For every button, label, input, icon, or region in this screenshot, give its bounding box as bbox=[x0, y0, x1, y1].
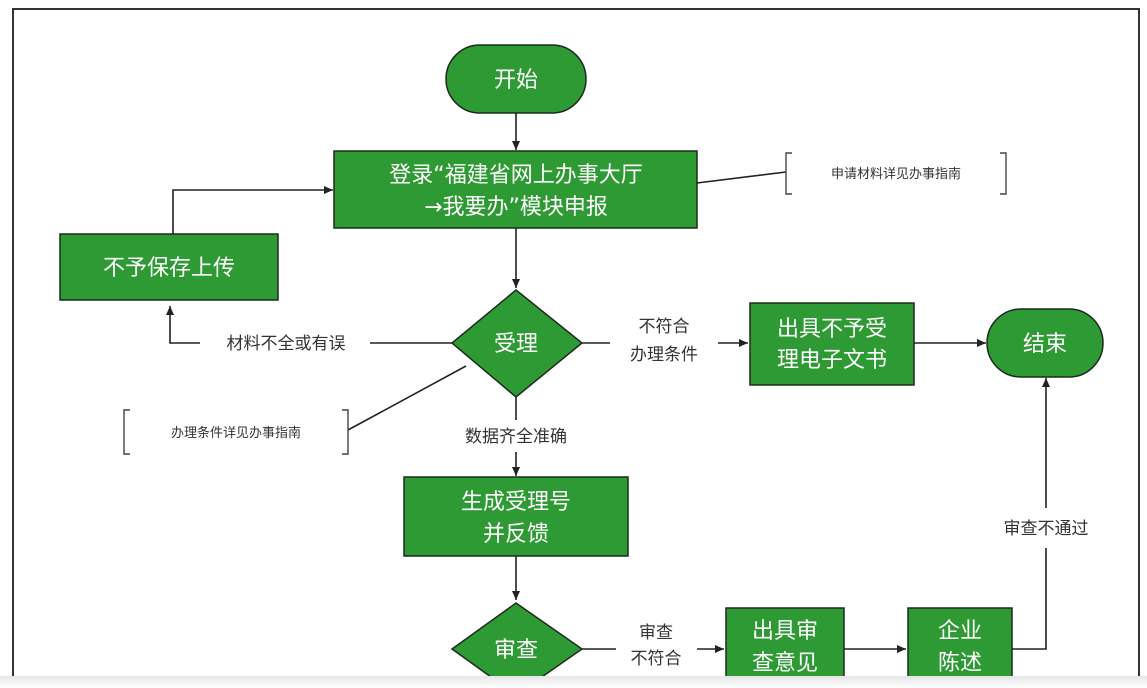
end-label: 结束 bbox=[1023, 332, 1067, 357]
generate-label-line2: 并反馈 bbox=[483, 522, 549, 547]
edge-label-data-complete: 数据齐全准确 bbox=[465, 427, 567, 447]
end-terminal bbox=[986, 308, 1104, 378]
statement-label-line2: 陈述 bbox=[938, 651, 982, 676]
materials-note-bracket-right bbox=[1000, 152, 1007, 195]
opinion-process bbox=[725, 607, 845, 688]
login-process bbox=[333, 150, 698, 229]
login-label-line2: →我要办”模块申报 bbox=[424, 195, 608, 220]
opinion-label-line1: 出具审 bbox=[752, 619, 818, 644]
conditions-note-bracket-right bbox=[342, 409, 349, 455]
review-label: 审查 bbox=[494, 638, 538, 663]
accept-label: 受理 bbox=[494, 332, 538, 357]
edge-accept-nosave-2 bbox=[166, 306, 200, 344]
issue-reject-label-line2: 理电子文书 bbox=[777, 348, 887, 373]
materials-note-bracket-left bbox=[785, 152, 792, 195]
edge-label-material-incomplete: 材料不全或有误 bbox=[227, 334, 346, 354]
accept-decision bbox=[450, 289, 584, 398]
issue-reject-process bbox=[749, 302, 915, 386]
review-decision bbox=[450, 602, 584, 688]
bottom-shadow bbox=[0, 676, 1147, 688]
statement-label-line1: 企业 bbox=[938, 619, 982, 644]
no-save-process bbox=[59, 233, 279, 301]
generate-label-line1: 生成受理号 bbox=[461, 490, 571, 515]
edge-label-review-fail-line2: 不符合 bbox=[631, 649, 682, 669]
edge-label-not-meet-line2: 办理条件 bbox=[630, 345, 698, 365]
edge-label-review-not-pass: 审查不通过 bbox=[1004, 519, 1089, 539]
materials-note: 申请材料详见办事指南 bbox=[831, 166, 961, 182]
edge-nosave-login bbox=[172, 186, 333, 234]
page-frame bbox=[12, 8, 1140, 684]
login-label-line1: 登录“福建省网上办事大厅 bbox=[389, 163, 642, 188]
edge-label-not-meet-line1: 不符合 bbox=[639, 317, 690, 337]
issue-reject-label-line1: 出具不予受 bbox=[777, 317, 887, 342]
start-label: 开始 bbox=[494, 68, 538, 93]
note-line-materials bbox=[696, 171, 787, 184]
generate-number-process bbox=[403, 476, 629, 557]
no-save-label: 不予保存上传 bbox=[103, 256, 235, 281]
edge-statement-end-1 bbox=[1012, 548, 1047, 650]
opinion-label-line2: 查意见 bbox=[752, 651, 818, 676]
statement-process bbox=[907, 607, 1013, 688]
note-line-conditions bbox=[347, 365, 467, 431]
conditions-note: 办理条件详见办事指南 bbox=[171, 425, 301, 441]
start-terminal bbox=[445, 44, 587, 114]
edge-label-review-fail-line1: 审查 bbox=[639, 623, 673, 643]
conditions-note-bracket-left bbox=[123, 409, 130, 455]
